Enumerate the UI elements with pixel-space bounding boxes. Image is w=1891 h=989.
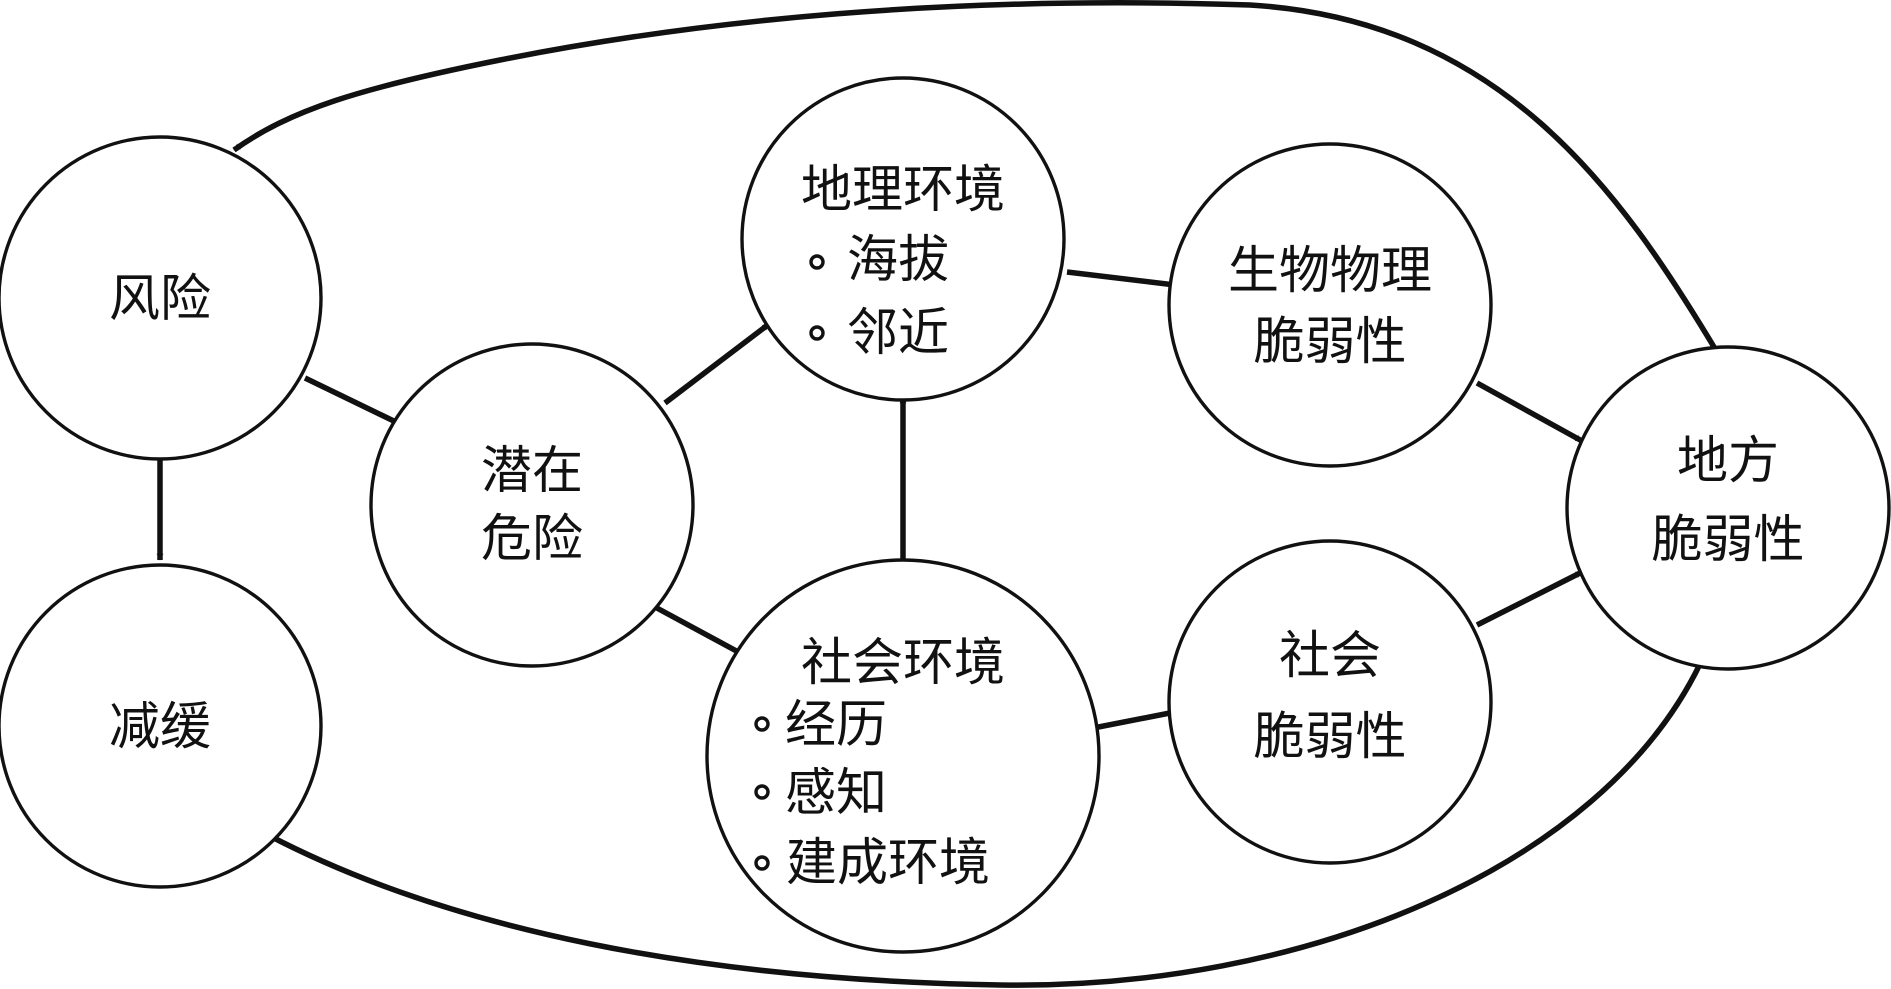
node-geographic-title: 地理环境 [801,161,1005,220]
node-place-line2: 脆弱性 [1651,511,1804,570]
node-mitigation-label: 减缓 [109,698,211,757]
node-risk-label: 风险 [109,270,211,329]
node-social-title: 社会环境 [801,634,1005,693]
node-place-vulnerability: 地方 脆弱性 [1565,345,1891,671]
edges [156,0,1720,988]
node-social-item-2: 感知 [785,764,887,823]
node-socialvuln-line1: 社会 [1279,627,1381,686]
risk-to-hazard-arrow [303,375,402,427]
bullet-icon [754,855,770,871]
node-social-vulnerability: 社会 脆弱性 [1167,539,1493,865]
node-risk: 风险 [0,135,323,461]
node-potential-hazard-line1: 潜在 [481,442,583,501]
node-biophysical-vulnerability: 生物物理 脆弱性 [1167,142,1493,468]
node-potential-hazard-line2: 危险 [481,510,583,569]
node-geographic-item-2: 邻近 [847,304,949,363]
node-place-line1: 地方 [1677,432,1779,491]
biophysical-to-place-arrow [1475,380,1584,444]
node-geographic-item-1: 海拔 [847,231,949,290]
node-biophysical-line1: 生物物理 [1228,242,1432,301]
geographic-to-biophysical-arrow [1066,269,1176,288]
node-biophysical-line2: 脆弱性 [1253,313,1406,372]
hazard-to-social-arrow [653,604,744,657]
node-social-item-1: 经历 [785,696,887,755]
bullet-icon [809,325,825,341]
bullet-icon [754,716,770,732]
socialvuln-to-place-arrow [1475,569,1584,628]
node-mitigation: 减缓 [0,563,323,889]
node-geographic-environment: 地理环境 海拔 邻近 [740,76,1066,402]
node-social-environment: 社会环境 经历 感知 建成环境 [705,558,1101,954]
node-socialvuln-line2: 脆弱性 [1253,708,1406,767]
hazard-to-geographic-arrow [663,321,771,406]
bullet-icon [754,784,770,800]
bullet-icon [809,254,825,270]
feedback-arrow-bottom [266,662,1703,988]
node-potential-hazard: 潜在 危险 [369,342,695,668]
node-social-item-3: 建成环境 [786,834,990,893]
feedback-arrow-top [232,0,1720,354]
